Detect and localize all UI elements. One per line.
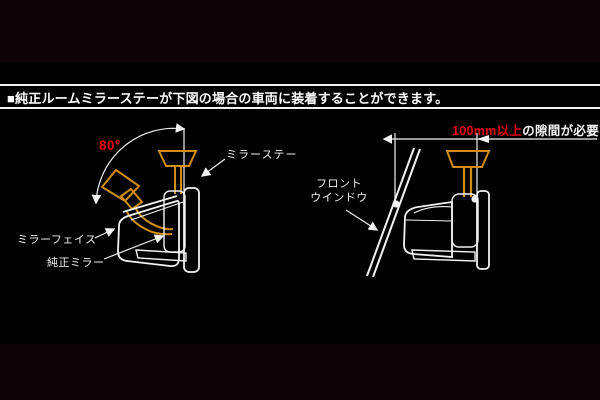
- front-window-label-line1: フロント: [316, 178, 362, 190]
- front-window-drawing: [366, 147, 421, 278]
- mirror-stay-label: ミラーステー: [226, 149, 298, 161]
- front-window-arrow: [345, 209, 379, 231]
- gap-dimension-arrow-inner: [477, 135, 489, 143]
- front-window-label: フロント ウインドウ: [302, 177, 376, 205]
- mirror-stay-arrow: [200, 158, 226, 177]
- right-diagram: [345, 133, 597, 278]
- page-title: ■純正ルームミラーステーが下図の場合の車両に装着することができます。: [7, 91, 449, 106]
- gap-requirement-text: の隙間が必要: [522, 124, 599, 138]
- mirror-face-arrow: [94, 228, 116, 239]
- gap-requirement-label: 100mm以上の隙間が必要: [437, 120, 599, 139]
- mirror-top-edge: [130, 201, 184, 221]
- mirror-rim-line: [122, 195, 178, 213]
- front-window-label-line2: ウインドウ: [310, 192, 368, 204]
- left-diagram: [91, 123, 226, 273]
- mirror-mid-line: [405, 219, 453, 222]
- background-band-top: [0, 0, 600, 62]
- mirror-back-plate: [183, 187, 200, 273]
- mirror-side-drawing: [403, 190, 490, 270]
- genuine-mirror-label: 純正ミラー: [47, 257, 105, 269]
- header-rule-top: [0, 84, 600, 86]
- angle-value-label: 80°: [99, 138, 121, 153]
- background-band-bottom: [0, 344, 600, 400]
- genuine-mirror-drawing: [117, 187, 200, 273]
- mirror-visor-side: [411, 249, 476, 262]
- mirror-stay-upright: [157, 150, 198, 194]
- mirror-back-plate-side: [476, 190, 490, 270]
- mirror-rim-side: [413, 206, 453, 214]
- mirror-housing-side: [403, 200, 453, 258]
- gap-requirement-value: 100mm以上: [452, 124, 523, 138]
- mirror-stay-side: [445, 150, 491, 197]
- mirror-face-label: ミラーフェイス: [17, 234, 97, 246]
- genuine-mirror-arrow: [103, 234, 165, 260]
- mirror-visor: [135, 249, 187, 262]
- mirror-bracket: [163, 190, 186, 253]
- header-rule-bottom: [0, 107, 600, 109]
- mirror-stay-tilted: [100, 168, 174, 236]
- angle-arc: [91, 123, 186, 205]
